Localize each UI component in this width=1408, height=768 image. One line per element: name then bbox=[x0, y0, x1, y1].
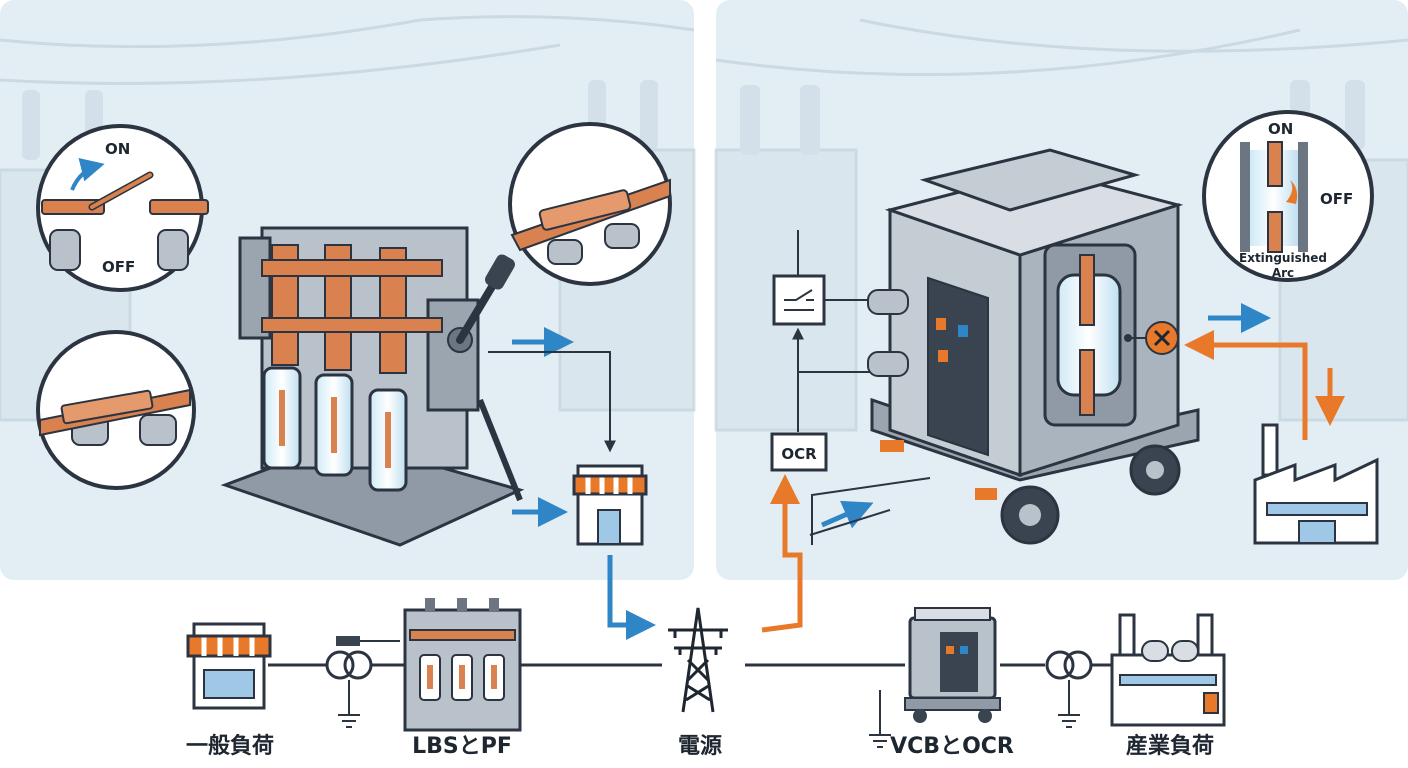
arc-label: Arc bbox=[1272, 266, 1294, 280]
right-panel: OCR bbox=[714, 0, 1408, 633]
vcb-unit-icon bbox=[879, 607, 1001, 735]
inset-closed-contact bbox=[36, 330, 196, 490]
lbs-pf-unit-icon bbox=[403, 598, 522, 732]
vcb-trolley bbox=[867, 148, 1200, 545]
ground-icon-vcb bbox=[869, 734, 891, 748]
ground-icon-left bbox=[338, 714, 360, 728]
ground-icon-right bbox=[1058, 714, 1080, 728]
shop-icon bbox=[572, 464, 648, 546]
industrial-load-label: 産業負荷 bbox=[1126, 733, 1214, 759]
disconnect-switch-symbol bbox=[772, 230, 870, 432]
power-fuses bbox=[262, 366, 408, 492]
inset-extinguished-arc: ON OFF Extinguished Arc bbox=[1202, 110, 1374, 282]
transformer-icon-right bbox=[1045, 650, 1093, 715]
general-load-shop-icon bbox=[186, 622, 272, 710]
transformer-icon-left bbox=[325, 650, 373, 715]
switch-icon bbox=[336, 636, 400, 646]
arc-on-label: ON bbox=[1268, 120, 1293, 138]
switch-on-label: ON bbox=[105, 140, 130, 158]
inset-switch-on-off: ON OFF bbox=[36, 124, 209, 292]
general-load-label: 一般負荷 bbox=[186, 733, 274, 759]
lbs-pf-apparatus bbox=[220, 226, 525, 547]
ocr-label: OCR bbox=[781, 445, 817, 463]
vcb-ocr-label: VCBとOCR bbox=[890, 734, 1014, 759]
industrial-load-factory-icon bbox=[1110, 613, 1226, 727]
right-flow-arrows bbox=[761, 303, 1345, 633]
one-line-diagram: 一般負荷 LBSとPF 電源 VCBとOCR 産業負荷 bbox=[186, 598, 1226, 759]
lbs-pf-label: LBSとPF bbox=[412, 734, 512, 759]
extinguished-label: Extinguished bbox=[1239, 251, 1327, 265]
left-panel: ON OFF bbox=[0, 0, 696, 640]
inset-blade-contact bbox=[508, 122, 672, 286]
left-flow-arrows bbox=[488, 327, 656, 640]
arc-off-label: OFF bbox=[1320, 190, 1353, 208]
ocr-relay-box: OCR bbox=[770, 432, 828, 472]
x-mark-icon bbox=[1145, 321, 1179, 355]
factory-icon bbox=[1253, 423, 1379, 545]
power-source-label: 電源 bbox=[678, 734, 722, 759]
transmission-tower-icon bbox=[668, 607, 728, 713]
switch-off-label: OFF bbox=[102, 258, 135, 276]
